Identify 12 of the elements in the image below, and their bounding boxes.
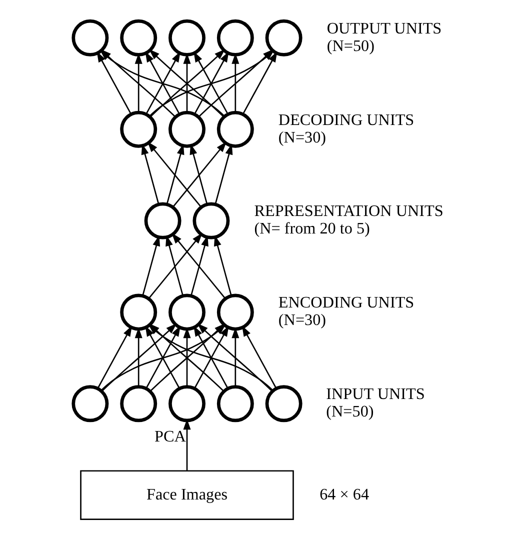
label: (N=30) bbox=[278, 312, 326, 330]
label: ENCODING UNITS bbox=[278, 294, 414, 312]
label: INPUT UNITS bbox=[326, 386, 425, 404]
label: (N=50) bbox=[326, 38, 374, 55]
label: DECODING UNITS bbox=[278, 112, 414, 129]
edge-label: PCA bbox=[154, 428, 186, 446]
label: (N=50) bbox=[326, 404, 374, 421]
label: REPRESENTATION UNITS bbox=[254, 203, 444, 220]
label: OUTPUT UNITS bbox=[326, 20, 442, 38]
label: (N=30) bbox=[278, 129, 326, 146]
node-label: 64 × 64 bbox=[320, 486, 370, 504]
label: (N= from 20 to 5) bbox=[254, 220, 370, 238]
